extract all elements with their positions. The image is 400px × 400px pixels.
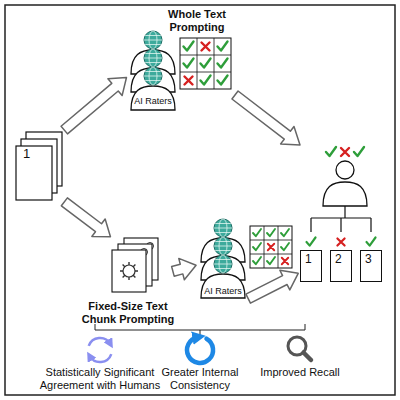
check-mark [218, 59, 228, 68]
ai-raters-figure: AI Raters [198, 218, 248, 300]
check-mark [367, 238, 376, 246]
node-text: 1 [301, 251, 321, 266]
cycle-icon [89, 338, 112, 362]
flow-arrow [232, 91, 300, 145]
ai-raters-figure: AI Raters [128, 30, 178, 114]
bracket [95, 324, 305, 336]
flow-arrow [61, 198, 110, 237]
rater-figure-art [131, 31, 175, 110]
check-mark [201, 76, 211, 85]
rating-box: 2 [330, 250, 352, 282]
rating-box: 1 [300, 250, 322, 282]
human-figure [307, 147, 376, 246]
page-sheet [16, 146, 52, 200]
cross-mark [282, 258, 288, 264]
check-mark [218, 76, 228, 85]
check-mark [184, 42, 194, 51]
document-stack-art [16, 132, 62, 200]
cross-mark [202, 43, 210, 51]
rater-figure-art [201, 219, 245, 298]
benefit-label: Greater Internal Consistency [150, 366, 250, 392]
grid-lines [180, 38, 231, 89]
grid-frame [250, 226, 292, 268]
rating-box: 3 [360, 250, 382, 282]
chunk-icon-art [112, 238, 158, 292]
node-text: 3 [361, 251, 381, 266]
check-mark [253, 229, 261, 236]
frame-border [5, 5, 395, 395]
benefit-label: Improved Recall [250, 366, 350, 379]
node-text: 2 [331, 251, 351, 266]
check-mark [281, 229, 289, 236]
benefit-label: Statistically Significant Agreement with… [30, 366, 170, 392]
chunk-prompting-icon: Fixed-Size Text Chunk Prompting [86, 238, 170, 300]
grid-frame [180, 38, 231, 89]
check-mark [307, 238, 316, 246]
check-mark [201, 59, 211, 68]
flow-arrow [61, 77, 126, 133]
node-text: AI Raters [134, 96, 172, 106]
branch-heading: Whole Text Prompting [157, 8, 237, 34]
document-stack: 1 [16, 132, 62, 200]
rating-grid [250, 226, 292, 268]
check-mark [267, 229, 275, 236]
cross-mark [341, 148, 349, 156]
node-text: Fixed-Size Text Chunk Prompting [73, 300, 183, 326]
cycle-arc [90, 354, 112, 362]
check-mark [354, 147, 364, 156]
tree-lines [311, 206, 371, 232]
gear-teeth [120, 262, 138, 280]
human-head [336, 161, 354, 179]
node-text: AI Raters [204, 286, 242, 296]
check-mark [253, 243, 261, 250]
check-mark [267, 257, 275, 264]
rating-grid [180, 38, 231, 89]
check-mark [218, 42, 228, 51]
cycle-arc [89, 338, 111, 346]
consistency-icon [187, 337, 213, 363]
flow-arrow [246, 270, 298, 303]
check-mark [281, 243, 289, 250]
human-body [323, 182, 367, 206]
check-mark [184, 59, 194, 68]
cross-mark [185, 77, 193, 85]
page-sheet [112, 250, 146, 292]
node-text: 1 [16, 132, 62, 161]
flow-arrow [172, 258, 196, 279]
rater-person [131, 67, 175, 110]
magnifier-icon [288, 337, 311, 360]
check-mark [326, 147, 336, 156]
cross-mark [337, 238, 344, 245]
grid-lines [250, 226, 292, 268]
check-mark [253, 257, 261, 264]
rater-person [201, 255, 245, 298]
magnifier-handle [304, 353, 312, 361]
cross-mark [268, 244, 274, 250]
